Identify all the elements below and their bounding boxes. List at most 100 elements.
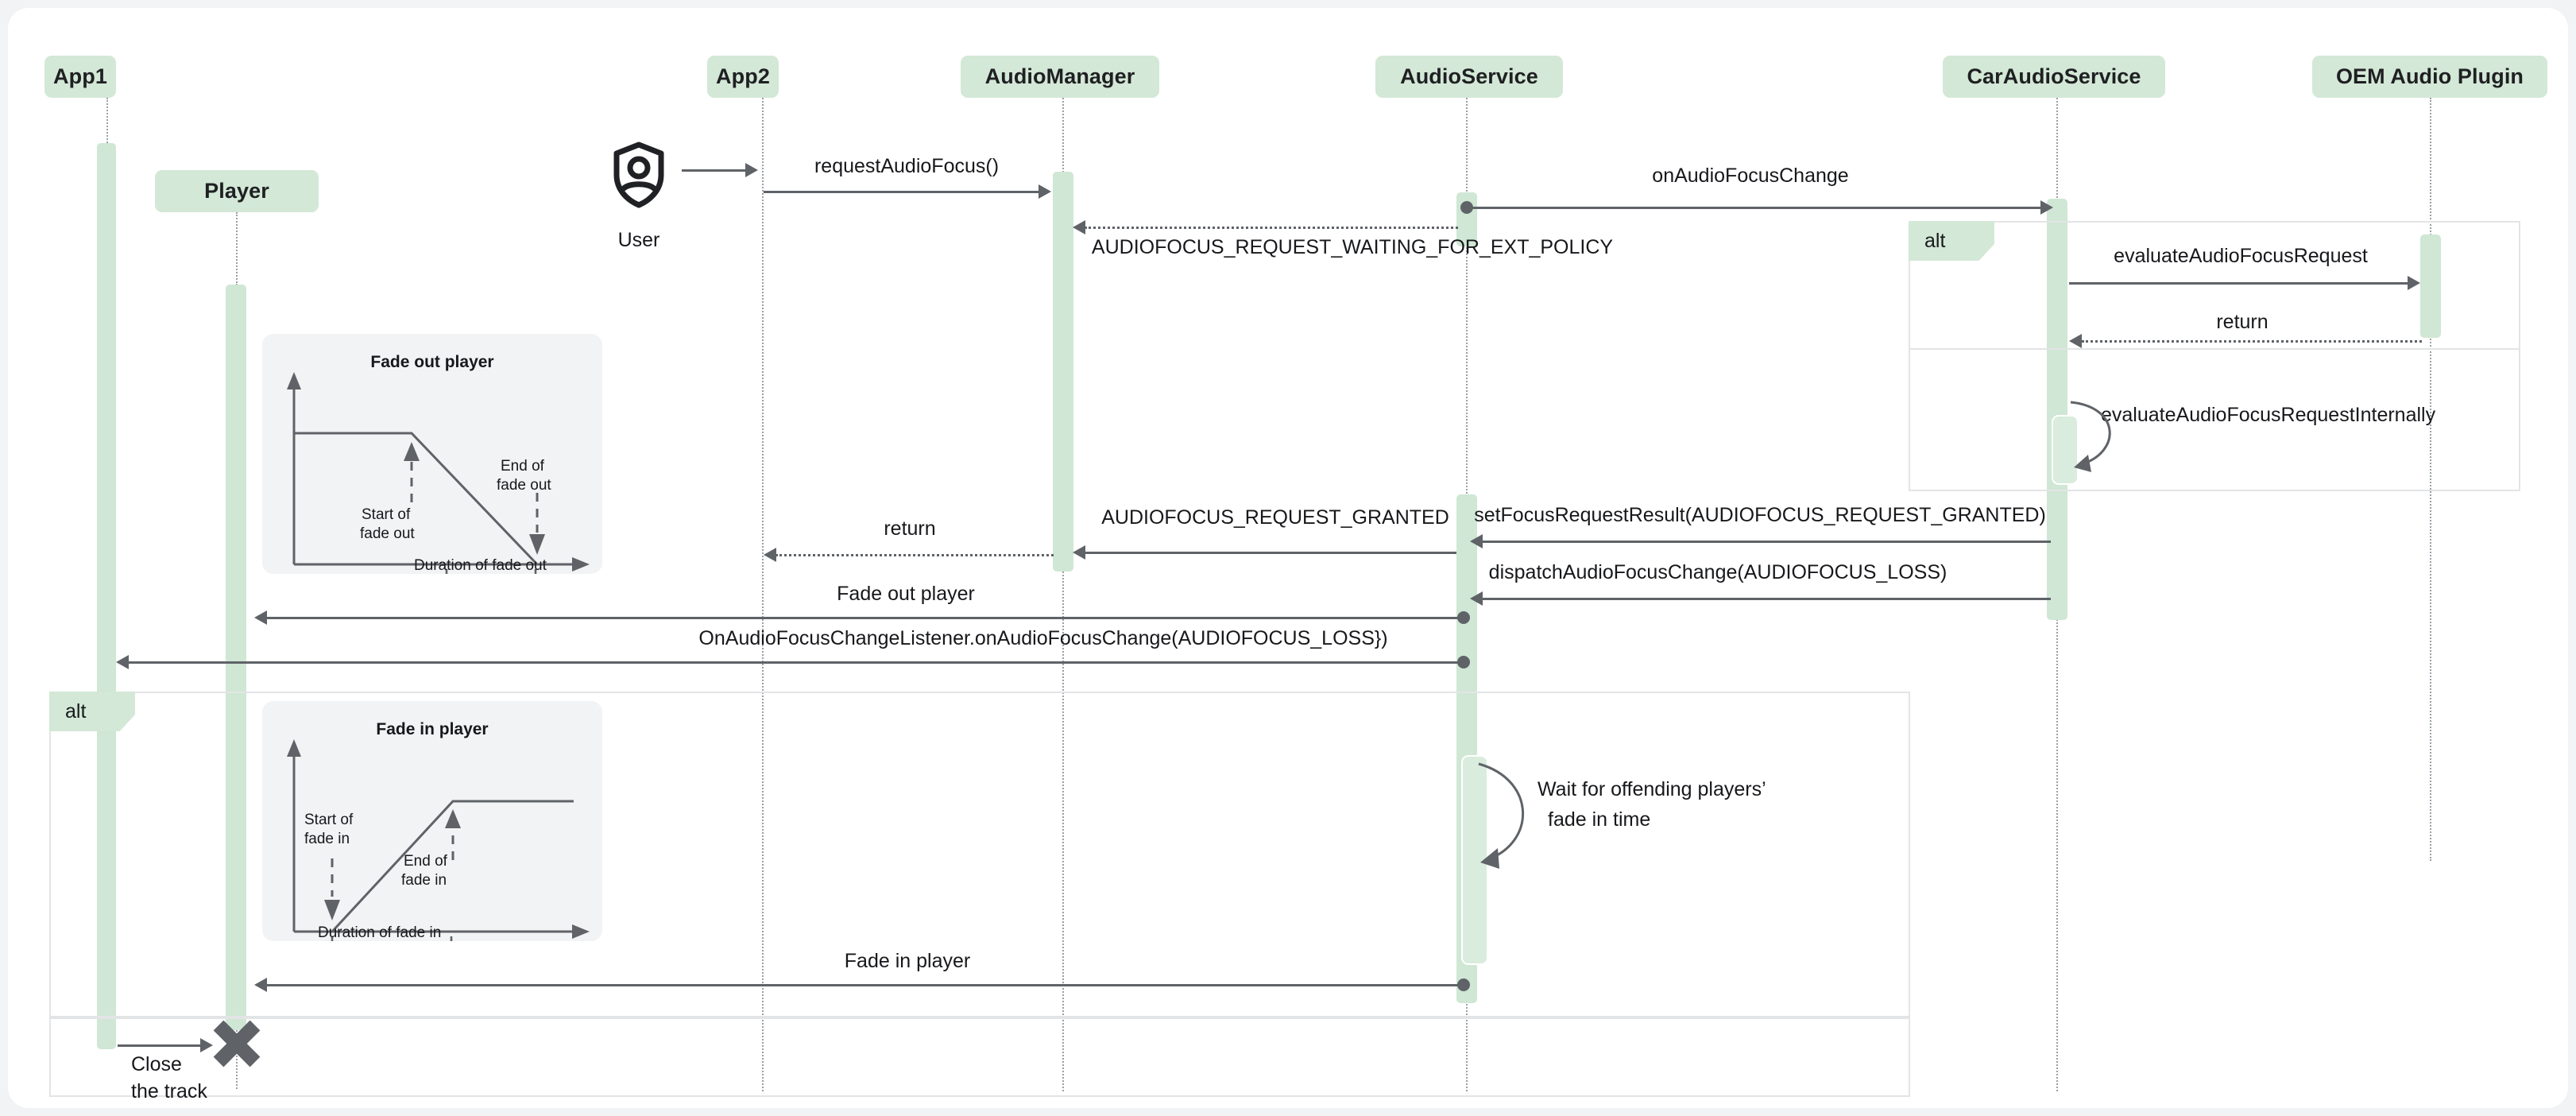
fragment-alt-bottom-tag: alt	[49, 692, 135, 731]
inset-label-fade-in-end-2: fade in	[401, 872, 447, 889]
participant-app2[interactable]: App2	[707, 56, 779, 98]
arrow-setfocusrequestresult	[1470, 534, 1483, 548]
inset-label-fade-out-end-1: End of	[501, 458, 544, 475]
arrow-evaluateaudiofocusrequest	[2408, 276, 2420, 290]
fade-out-inset: Fade out player Start of fade out End of…	[262, 334, 602, 574]
activation-player	[226, 285, 246, 1030]
actor-label-user: User	[617, 229, 660, 251]
participant-label: CarAudioService	[1967, 64, 2141, 88]
message-line-close-the-track	[118, 1044, 202, 1047]
fade-out-chart	[287, 372, 590, 574]
message-line-setfocusrequestresult	[1482, 541, 2051, 543]
message-label-onaudiofocuschangelistener: OnAudioFocusChangeListener.onAudioFocusC…	[698, 627, 1388, 649]
message-label-fade-out-player: Fade out player	[837, 583, 975, 605]
inset-title-fade-out: Fade out player	[370, 353, 494, 371]
inset-label-fade-in-duration: Duration of fade in	[318, 924, 442, 941]
participant-player[interactable]: Player	[155, 170, 319, 212]
lifeline-oemplugin	[2430, 98, 2431, 861]
participant-caraudioservice[interactable]: CarAudioService	[1943, 56, 2165, 98]
message-line-onaudiofocuschange	[1468, 207, 2042, 209]
arrow-user-to-app2	[745, 163, 758, 177]
message-label-audiofocus-request-granted: AUDIOFOCUS_REQUEST_GRANTED	[1101, 506, 1449, 529]
lifeline-app2	[762, 98, 764, 1091]
arrow-requestaudiofocus	[1039, 184, 1051, 199]
message-label-wait-line2: fade in time	[1548, 808, 1651, 831]
fragment-alt-oem-tag: alt	[1909, 221, 1994, 261]
message-line-return-app2	[776, 554, 1054, 556]
self-message-arc-audioservice	[1474, 759, 1569, 870]
arrow-close-the-track	[200, 1038, 213, 1052]
source-dot-onaudiofocuschange	[1460, 201, 1473, 214]
arrow-dispatchaudiofocuschange	[1470, 591, 1483, 606]
inset-label-fade-in-start-1: Start of	[304, 812, 354, 828]
fade-in-inset: Fade in player Start of fade in End of f…	[262, 701, 602, 941]
arrow-return-oem	[2069, 334, 2082, 348]
inset-label-fade-in-end-1: End of	[404, 853, 447, 870]
source-dot-onaudiofocuschangelistener	[1457, 656, 1470, 668]
message-label-fade-in-player: Fade in player	[844, 950, 971, 972]
arrow-waiting-for-ext-policy	[1073, 220, 1085, 234]
self-message-arc-caraudioservice	[2064, 396, 2152, 475]
message-line-evaluateaudiofocusrequest	[2069, 282, 2409, 285]
participant-audioservice[interactable]: AudioService	[1375, 56, 1563, 98]
diagram-canvas: App1 Player App2 AudioManager AudioServi…	[8, 8, 2568, 1108]
inset-label-fade-out-end-2: fade out	[497, 477, 551, 494]
message-label-setfocusrequestresult: setFocusRequestResult(AUDIOFOCUS_REQUEST…	[1474, 504, 2046, 526]
message-label-onaudiofocuschange: onAudioFocusChange	[1652, 165, 1849, 187]
inset-label-fade-out-duration: Duration of fade out	[414, 557, 547, 574]
message-label-close-line2: the track	[131, 1080, 207, 1102]
message-line-dispatchaudiofocuschange	[1482, 598, 2051, 600]
message-label-evaluateinternally: evaluateAudioFocusRequestInternally	[2101, 404, 2436, 426]
message-line-onaudiofocuschangelistener	[129, 661, 1459, 664]
activation-caraudioservice	[2047, 199, 2067, 620]
fragment-alt-oem	[1909, 221, 2520, 491]
participant-label: OEM Audio Plugin	[2335, 64, 2524, 88]
message-line-waiting-for-ext-policy	[1085, 227, 1458, 229]
message-label-wait-line1: Wait for offending players’	[1537, 778, 1766, 800]
message-label-dispatchaudiofocuschange: dispatchAudioFocusChange(AUDIOFOCUS_LOSS…	[1488, 561, 1947, 583]
activation-caraudioservice-self	[2052, 415, 2079, 485]
inset-title-fade-in: Fade in player	[376, 720, 489, 738]
message-label-evaluateaudiofocusrequest: evaluateAudioFocusRequest	[2114, 245, 2368, 267]
source-dot-fade-out-player	[1457, 611, 1470, 624]
inset-label-fade-out-start-2: fade out	[360, 525, 415, 542]
message-line-requestaudiofocus	[764, 191, 1040, 193]
fragment-alt-bottom-operand2	[49, 1017, 1910, 1097]
arrow-fade-out-player	[254, 610, 267, 625]
participant-oemplugin[interactable]: OEM Audio Plugin	[2312, 56, 2547, 98]
message-label-close-line1: Close	[131, 1053, 182, 1075]
message-label-requestaudiofocus: requestAudioFocus()	[814, 155, 1000, 177]
message-label-waiting-for-ext-policy: AUDIOFOCUS_REQUEST_WAITING_FOR_EXT_POLIC…	[1091, 236, 1614, 258]
fade-in-chart	[287, 739, 590, 941]
fragment-label: alt	[65, 699, 87, 723]
participant-label: App2	[716, 64, 770, 88]
lifeline-audiomanager	[1062, 98, 1064, 1091]
arrow-onaudiofocuschangelistener	[116, 655, 129, 669]
arrow-fade-in-player	[254, 978, 267, 992]
message-label-return-oem: return	[2216, 311, 2269, 333]
message-line-fade-out-player	[267, 617, 1459, 619]
activation-app1	[97, 143, 116, 1049]
participant-label: App1	[53, 64, 107, 88]
participant-label: Player	[204, 179, 269, 203]
inset-label-fade-out-start-1: Start of	[362, 506, 411, 523]
lifeline-player	[236, 212, 238, 285]
arrow-audiofocus-request-granted	[1073, 545, 1085, 560]
fragment-alt-bottom	[49, 692, 1910, 1017]
source-dot-fade-in-player	[1457, 978, 1470, 991]
destroy-x-icon	[209, 1016, 265, 1071]
message-line-audiofocus-request-granted	[1085, 552, 1456, 554]
message-line-return-oem	[2082, 340, 2422, 343]
inset-label-fade-in-start-2: fade in	[304, 831, 350, 847]
participant-app1[interactable]: App1	[44, 56, 116, 98]
message-label-return-app2: return	[884, 517, 936, 540]
lifeline-app1	[106, 98, 108, 155]
arrow-onaudiofocuschange	[2040, 200, 2053, 215]
fragment-alt-oem-divider	[1909, 348, 2520, 350]
activation-oemplugin	[2420, 234, 2441, 338]
participant-audiomanager[interactable]: AudioManager	[961, 56, 1159, 98]
arrow-return-app2	[764, 548, 776, 562]
user-shield-icon	[612, 141, 666, 208]
message-line-user-to-app2	[682, 169, 747, 172]
message-line-fade-in-player	[267, 984, 1459, 986]
